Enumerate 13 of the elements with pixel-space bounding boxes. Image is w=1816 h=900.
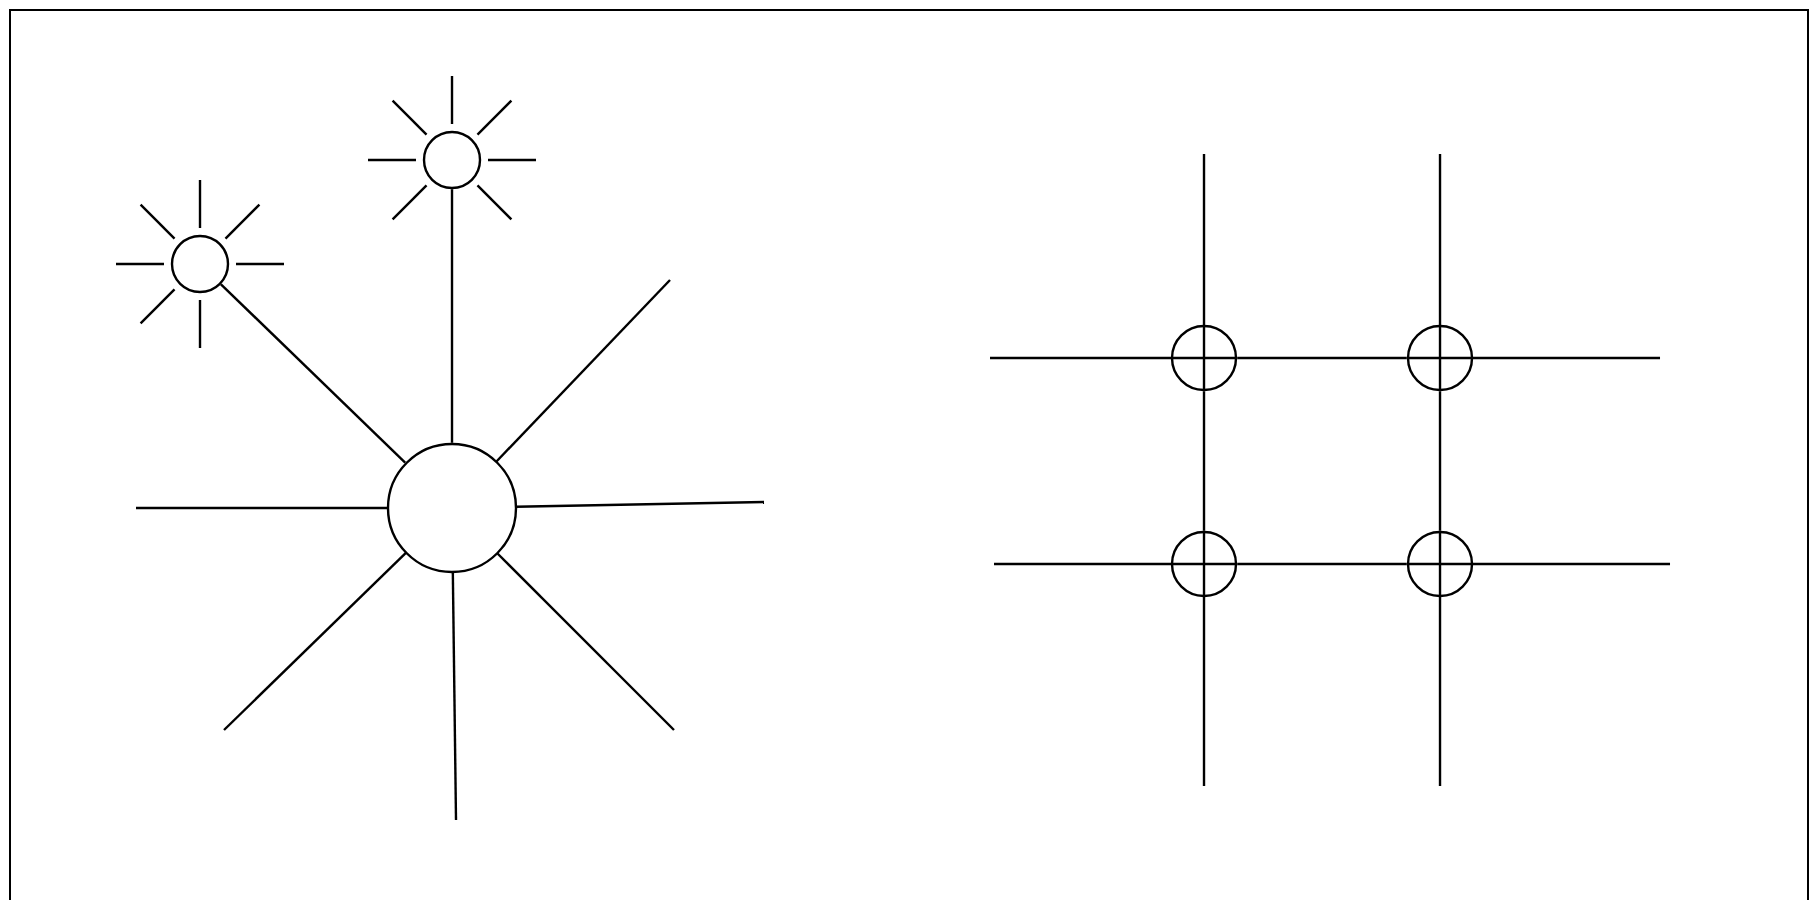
connector-line [1237, 356, 1407, 360]
circle [386, 442, 518, 574]
circle [170, 234, 230, 294]
connector-line [1438, 391, 1442, 531]
circle [422, 130, 482, 190]
crossed-circle [1170, 324, 1238, 392]
crossed-circle [1406, 324, 1474, 392]
connector-line [1237, 562, 1407, 566]
connector-line [1202, 391, 1206, 531]
connector-line [450, 189, 454, 443]
crossed-circle [1170, 530, 1238, 598]
crossed-circle [1406, 530, 1474, 598]
connector-line [220, 283, 406, 464]
